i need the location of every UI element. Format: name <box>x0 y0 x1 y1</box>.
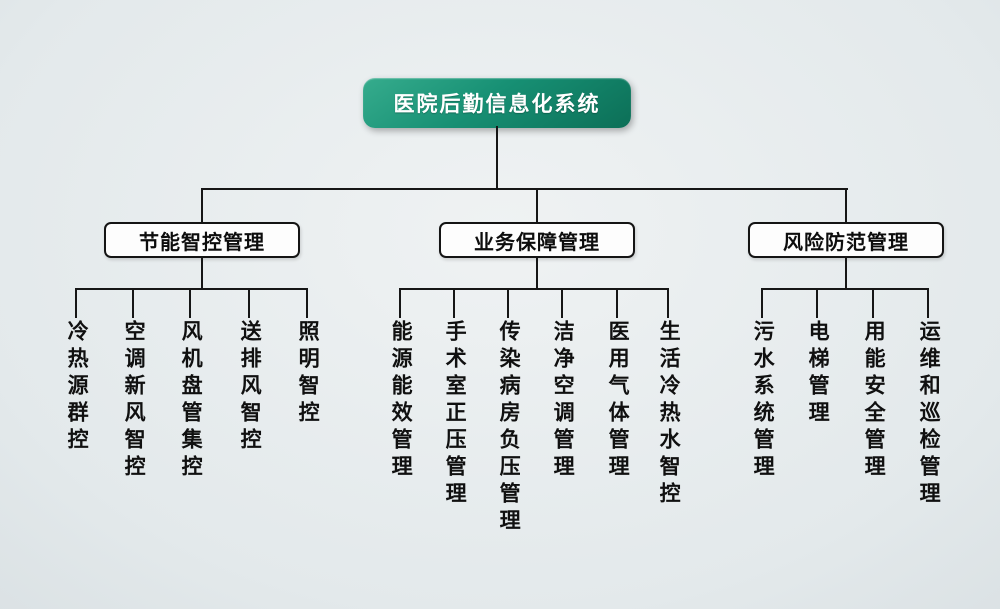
leaf-cold-heat-source-control: 冷热源群控 <box>65 320 89 455</box>
leaf-maintenance-inspection-management: 运维和巡检管理 <box>917 320 941 509</box>
leaf-lighting-control: 照明智控 <box>296 320 320 428</box>
connector-group3-horizontal <box>761 288 929 290</box>
connector-group2-down <box>536 256 538 290</box>
leaf-domestic-hot-cold-water-control: 生活冷热水智控 <box>657 320 681 509</box>
connector-group3-down <box>845 256 847 290</box>
leaf-operating-room-positive-pressure: 手术室正压管理 <box>443 320 467 509</box>
category-label: 风险防范管理 <box>783 231 909 254</box>
category-label: 业务保障管理 <box>474 231 600 254</box>
connector-group2-leaf3 <box>507 288 509 318</box>
connector-group2-leaf5 <box>616 288 618 318</box>
connector-group1-leaf3 <box>189 288 191 318</box>
leaf-energy-use-safety-management: 用能安全管理 <box>862 320 886 482</box>
category-box-energy-control: 节能智控管理 <box>104 222 300 258</box>
leaf-fan-coil-control: 风机盘管集控 <box>179 320 203 482</box>
connector-group1-down <box>201 256 203 290</box>
leaf-energy-efficiency-management: 能源能效管理 <box>389 320 413 482</box>
connector-to-group3 <box>845 188 847 222</box>
connector-group2-leaf1 <box>399 288 401 318</box>
connector-root-vertical <box>496 126 498 190</box>
connector-group3-leaf3 <box>872 288 874 318</box>
connector-group1-leaf1 <box>75 288 77 318</box>
root-node: 医院后勤信息化系统 <box>363 78 631 128</box>
connector-group1-horizontal <box>75 288 308 290</box>
connector-group3-leaf4 <box>927 288 929 318</box>
connector-group1-leaf2 <box>132 288 134 318</box>
leaf-clean-air-conditioning: 洁净空调管理 <box>551 320 575 482</box>
category-box-service-assurance: 业务保障管理 <box>439 222 635 258</box>
category-label: 节能智控管理 <box>139 231 265 254</box>
category-box-risk-prevention: 风险防范管理 <box>748 222 944 258</box>
leaf-sewage-system-management: 污水系统管理 <box>751 320 775 482</box>
leaf-hvac-fresh-air-control: 空调新风智控 <box>122 320 146 482</box>
connector-trunk-horizontal <box>202 188 848 190</box>
leaf-infectious-ward-negative-pressure: 传染病房负压管理 <box>497 320 521 536</box>
connector-group2-horizontal <box>399 288 669 290</box>
leaf-medical-gas-management: 医用气体管理 <box>606 320 630 482</box>
connector-group2-leaf2 <box>453 288 455 318</box>
connector-to-group2 <box>536 188 538 222</box>
leaf-elevator-management: 电梯管理 <box>806 320 830 428</box>
connector-to-group1 <box>201 188 203 222</box>
connector-group1-leaf4 <box>248 288 250 318</box>
root-label: 医院后勤信息化系统 <box>393 93 601 116</box>
connector-group3-leaf2 <box>816 288 818 318</box>
leaf-supply-exhaust-air-control: 送排风智控 <box>238 320 262 455</box>
connector-group3-leaf1 <box>761 288 763 318</box>
connector-group2-leaf4 <box>561 288 563 318</box>
connector-group1-leaf5 <box>306 288 308 318</box>
connector-group2-leaf6 <box>667 288 669 318</box>
